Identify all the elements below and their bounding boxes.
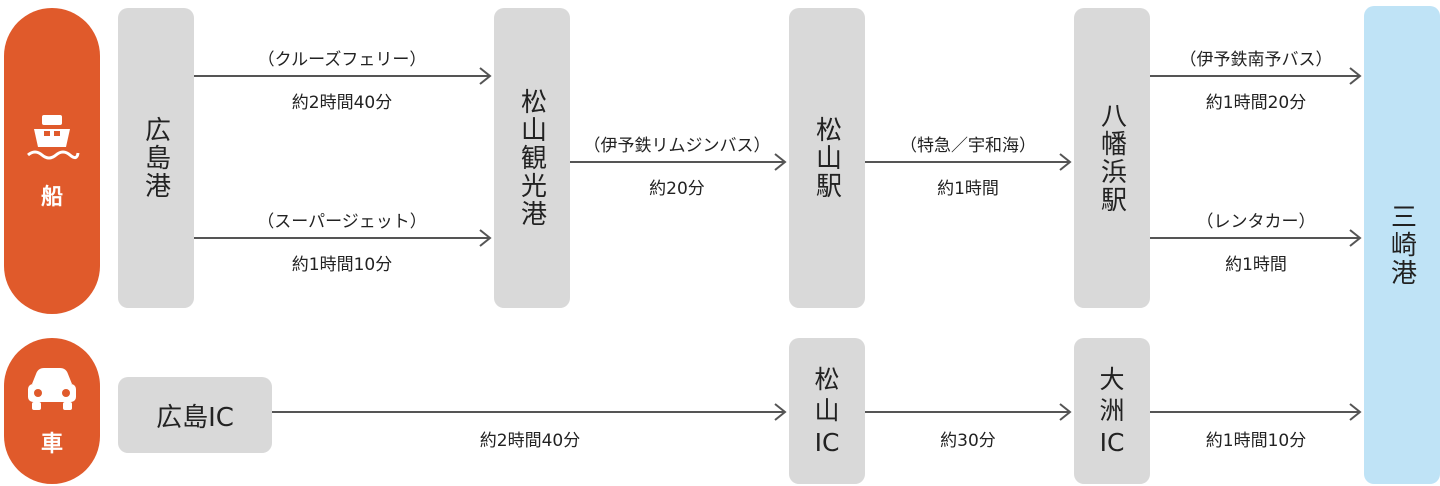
route-nanyo-bus-time: 約1時間20分 (1205, 93, 1307, 113)
ship-icon (24, 111, 80, 171)
ozu-ic-line3: IC (1099, 427, 1125, 457)
route-limited-express-time: 約1時間 (937, 179, 999, 199)
route-limousine-bus-name: （伊予鉄リムジンバス） (583, 136, 771, 156)
matsuyama-ic-line1: 松 (814, 365, 840, 395)
arrow-cruise-ferry (194, 67, 492, 85)
route-car-ozu-misaki-time: 約1時間10分 (1205, 431, 1307, 451)
node-hiroshima-ic: 広島IC (118, 377, 272, 453)
ozu-ic-line1: 大 (1099, 365, 1125, 395)
ship-mode-badge: 船 (4, 8, 100, 314)
route-limited-express-name: （特急／宇和海） (900, 136, 1036, 156)
arrow-car-matsuyama-ozu (865, 403, 1072, 421)
car-mode-label: 車 (40, 432, 63, 457)
node-matsuyama-station: 松山駅 (789, 8, 865, 308)
route-cruise-ferry-name: （クルーズフェリー） (257, 50, 427, 70)
route-limousine-bus-time: 約20分 (649, 179, 705, 199)
car-mode-badge: 車 (4, 338, 100, 484)
arrow-super-jet (194, 229, 492, 247)
arrow-rent-a-car (1150, 229, 1362, 247)
route-rent-a-car-name: （レンタカー） (1196, 212, 1316, 232)
node-misaki-port: 三崎港 (1364, 6, 1440, 484)
route-cruise-ferry-time: 約2時間40分 (291, 93, 393, 113)
node-matsuyama-kanko-port: 松山観光港 (494, 8, 570, 308)
car-icon (24, 364, 80, 418)
route-car-matsuyama-ozu-time: 約30分 (940, 431, 996, 451)
node-matsuyama-ic: 松 山 IC (789, 338, 865, 484)
arrow-limousine-bus (570, 153, 787, 171)
matsuyama-ic-line3: IC (814, 427, 840, 457)
arrow-limited-express (865, 153, 1072, 171)
route-super-jet-time: 約1時間10分 (291, 255, 393, 275)
route-nanyo-bus-name: （伊予鉄南予バス） (1179, 50, 1333, 70)
arrow-car-hiroshima-matsuyama (272, 403, 787, 421)
route-rent-a-car-time: 約1時間 (1225, 255, 1287, 275)
route-car-hiroshima-matsuyama-time: 約2時間40分 (479, 431, 581, 451)
matsuyama-ic-line2: 山 (814, 396, 840, 426)
node-hiroshima-port: 広島港 (118, 8, 194, 308)
ozu-ic-line2: 洲 (1099, 396, 1125, 426)
ship-mode-label: 船 (40, 185, 63, 210)
arrow-car-ozu-misaki (1150, 403, 1362, 421)
arrow-nanyo-bus (1150, 67, 1362, 85)
node-yawatahama-station: 八幡浜駅 (1074, 8, 1150, 308)
node-ozu-ic: 大 洲 IC (1074, 338, 1150, 484)
route-super-jet-name: （スーパージェット） (257, 212, 427, 232)
